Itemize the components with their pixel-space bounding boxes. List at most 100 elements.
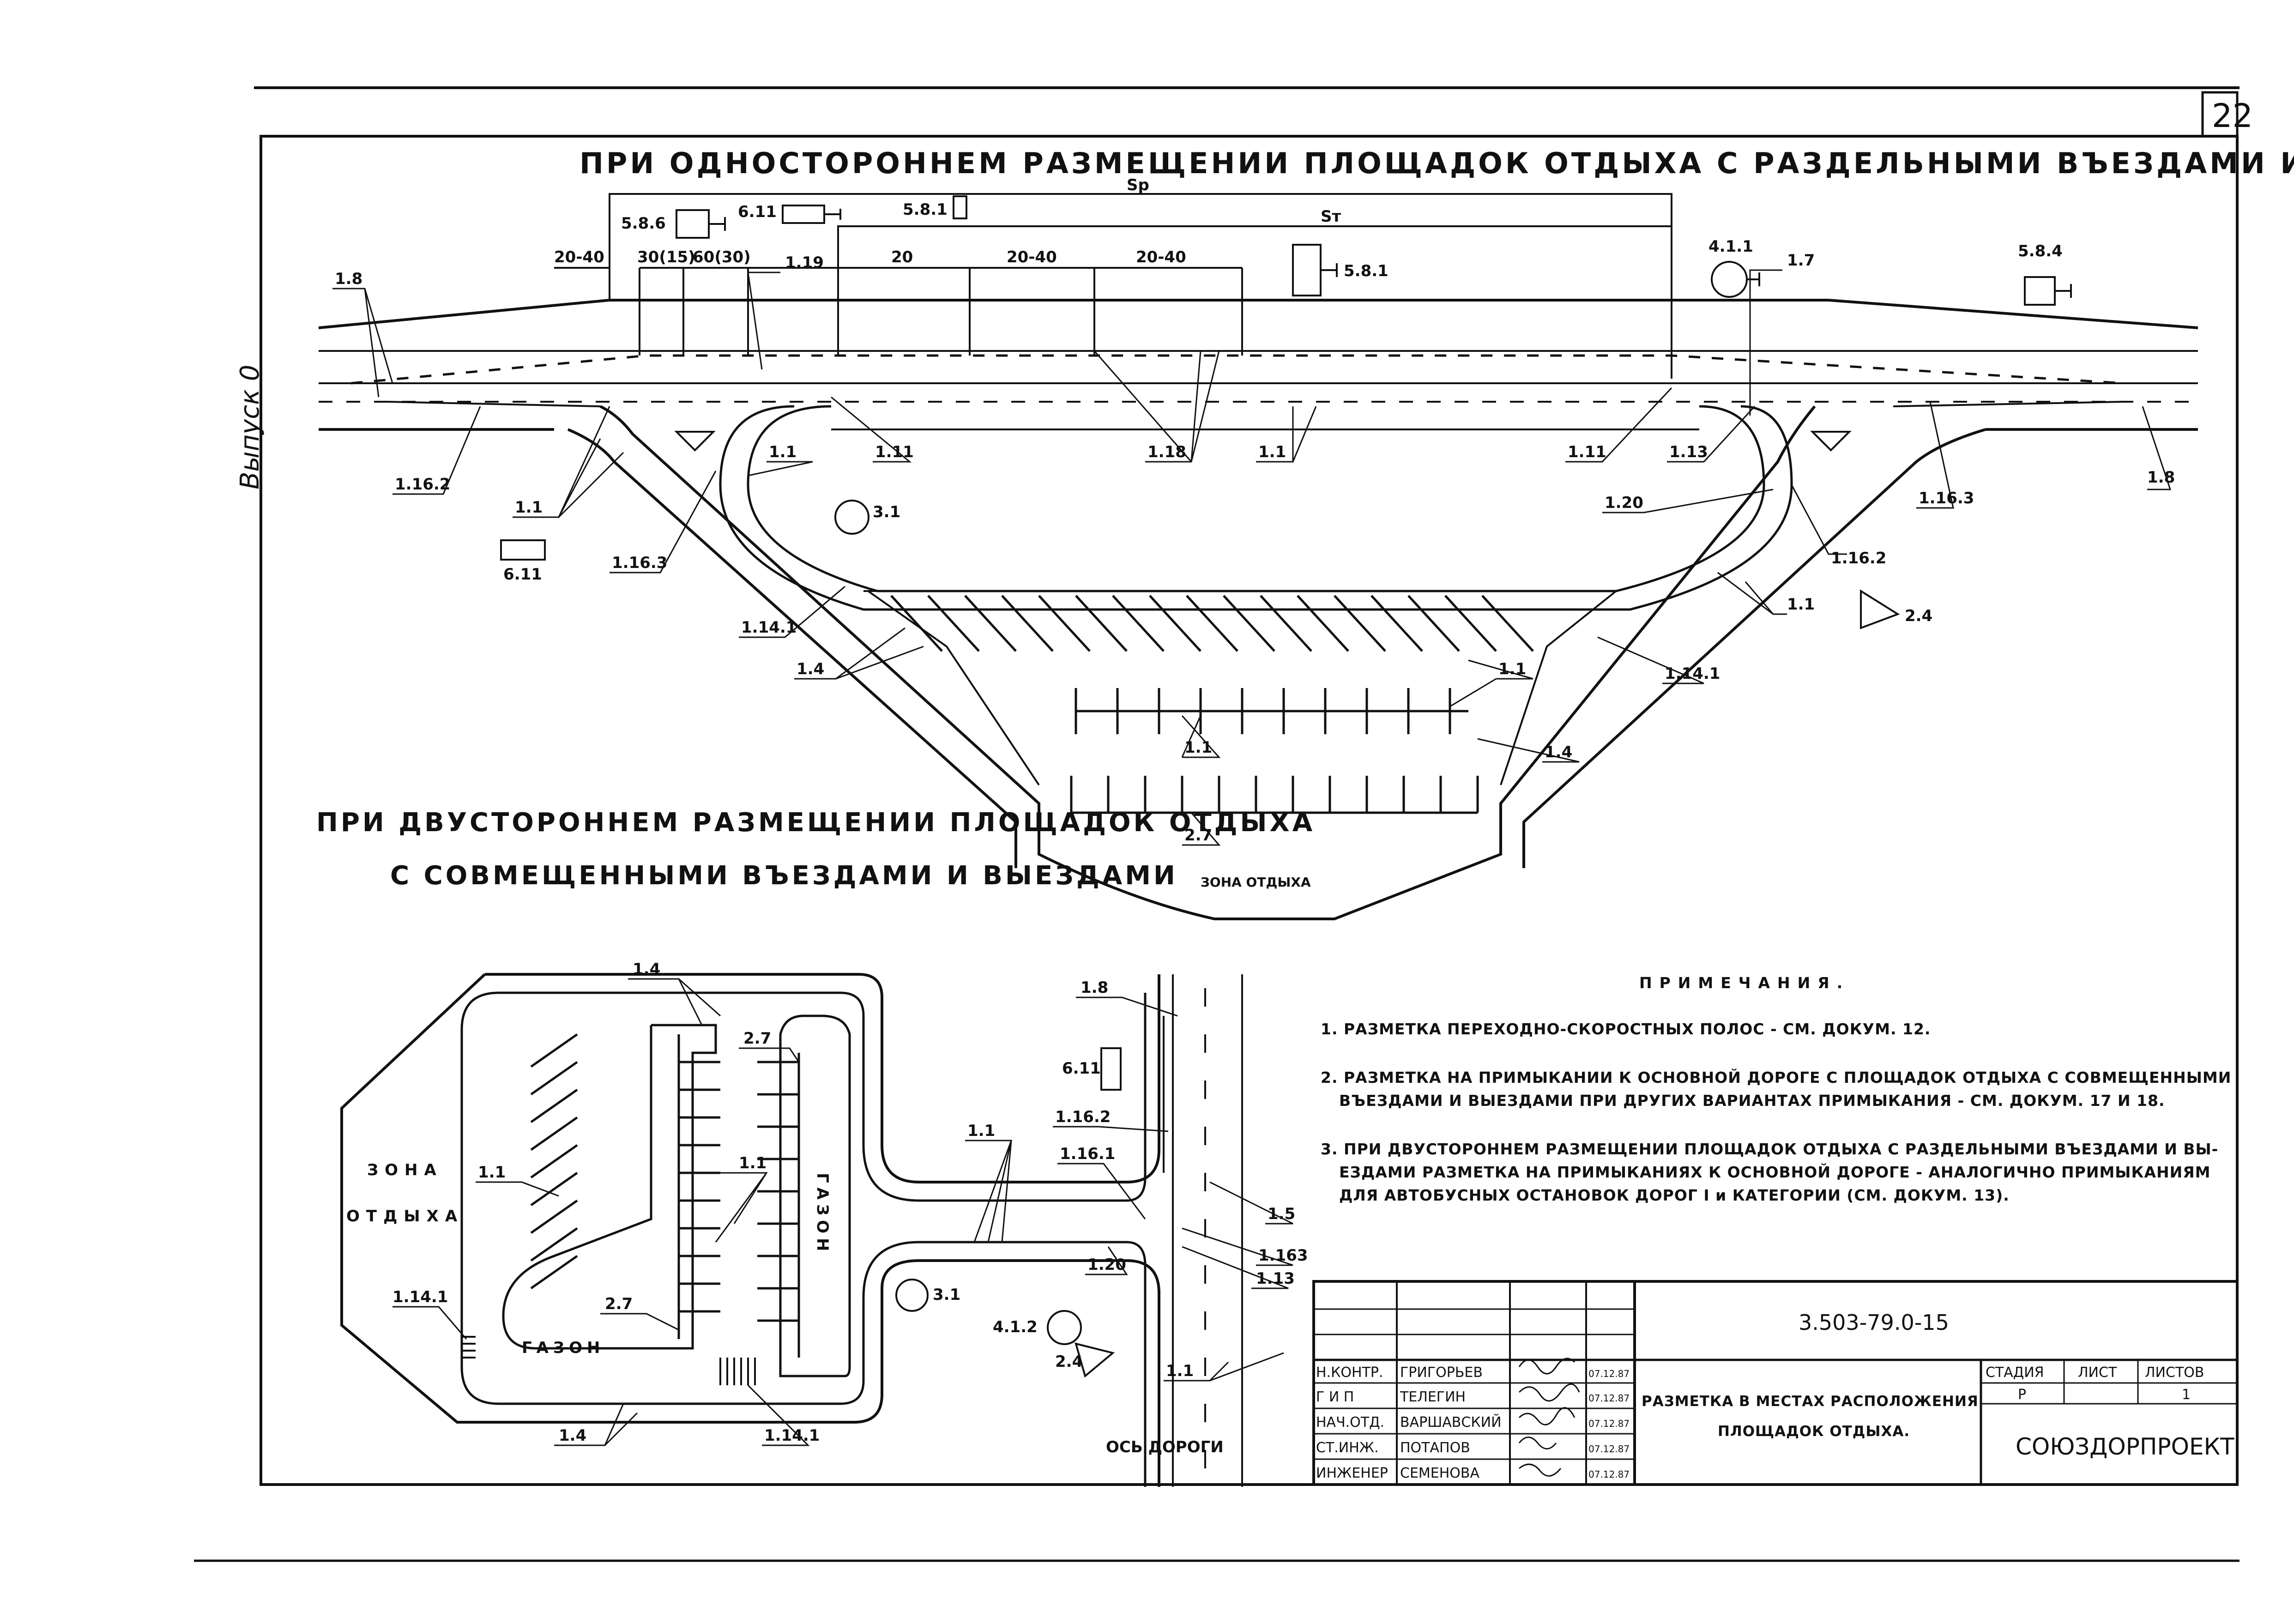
sign-rect-icon (676, 209, 710, 239)
sign-rect-icon (2024, 276, 2056, 306)
sign-rect-icon (1100, 1047, 1122, 1091)
sign-rect-icon (782, 205, 825, 224)
note-3b: ЕЗДАМИ РАЗМЕТКА НА ПРИМЫКАНИЯХ К ОСНОВНО… (1339, 1163, 2210, 1181)
signer-date: 07.12.87 (1588, 1443, 1630, 1455)
bottom-crosswalks (462, 1336, 756, 1385)
marking-1-18: 1.18 (1147, 443, 1186, 461)
bottom-marking-2-7-a: 2.7 (743, 1029, 771, 1048)
title-line-1: РАЗМЕТКА В МЕСТАХ РАСПОЛОЖЕНИЯ (1642, 1393, 1979, 1410)
marking-1-8-a: 1.8 (335, 270, 362, 288)
bottom-marking-1-163: 1.163 (1258, 1246, 1308, 1265)
sign-rect-icon (953, 195, 967, 219)
sign-4-1-1-label: 4.1.1 (1708, 237, 1753, 256)
top-plan-title: ПРИ ОДНОСТОРОННЕМ РАЗМЕЩЕНИИ ПЛОЩАДОК ОТ… (580, 146, 2294, 180)
marking-1-7: 1.7 (1787, 251, 1815, 270)
signer-name: ВАРШАВСКИЙ (1400, 1414, 1502, 1431)
bottom-leader-lines (392, 978, 1293, 1446)
marking-1-4-a: 1.4 (797, 660, 824, 678)
sign-rect-icon (1292, 244, 1322, 296)
title-block-grid (1312, 1280, 2239, 1486)
signer-date: 07.12.87 (1588, 1393, 1630, 1404)
dim-60-30: 60(30) (693, 248, 751, 266)
bottom-marking-1-16-2: 1.16.2 (1055, 1108, 1111, 1126)
note-1: 1. РАЗМЕТКА ПЕРЕХОДНО-СКОРОСТНЫХ ПОЛОС -… (1321, 1020, 1931, 1038)
marking-1-1-b: 1.1 (769, 443, 797, 461)
bottom-marking-1-4-b: 1.4 (559, 1426, 586, 1445)
parking-stalls-t-row (1075, 688, 1468, 734)
signer-role: НАЧ.ОТД. (1316, 1414, 1384, 1431)
bottom-sign-4-1-2: 4.1.2 (993, 1318, 1038, 1336)
sign-5-8-6-label: 5.8.6 (621, 214, 666, 233)
sheets-value: 1 (2182, 1387, 2191, 1403)
dim-20-40-mid: 20-40 (1007, 248, 1057, 266)
sign-6-11-label: 6.11 (738, 203, 777, 221)
bottom-parking-t-left (677, 1034, 720, 1339)
signer-role: ИНЖЕНЕР (1316, 1465, 1388, 1481)
marking-1-1-f: 1.1 (1184, 738, 1212, 757)
marking-1-14-1-a: 1.14.1 (741, 618, 797, 637)
bottom-road-axis: ОСЬ ДОРОГИ (1106, 1438, 1224, 1456)
title-line-2: ПЛОЩАДОК ОТДЫХА. (1718, 1423, 1910, 1440)
page-number: 22 (2212, 97, 2253, 135)
marking-1-13: 1.13 (1669, 443, 1708, 461)
bottom-marking-2-7-b: 2.7 (605, 1295, 633, 1313)
marking-1-14-1-b: 1.14.1 (1665, 664, 1720, 683)
bottom-marking-1-8: 1.8 (1081, 978, 1108, 997)
dim-st: Sт (1321, 207, 1341, 226)
sign-5-8-4-label: 5.8.4 (2018, 242, 2063, 260)
sign-round-icon (1711, 261, 1748, 298)
dim-sp: Sp (1127, 176, 1149, 194)
signer-name: ПОТАПОВ (1400, 1440, 1470, 1456)
zone-label-top: ЗОНА ОТДЫХА (1201, 875, 1311, 890)
sign-triangle-icon (1860, 589, 1900, 629)
bottom-marking-1-14-1-a: 1.14.1 (392, 1288, 448, 1306)
bottom-marking-1-1-b: 1.1 (739, 1154, 767, 1172)
sign-3-1-label: 3.1 (873, 503, 900, 521)
signer-date: 07.12.87 (1588, 1368, 1630, 1379)
dim-20: 20 (891, 248, 913, 266)
bottom-rest-area-outline (340, 973, 1243, 1487)
signature-scribbles (1518, 1358, 1580, 1477)
parking-stalls-diagonal (890, 595, 1534, 652)
side-label: Выпуск 0 (235, 365, 265, 489)
dim-20-40-right: 20-40 (1136, 248, 1186, 266)
signer-name: ТЕЛЕГИН (1400, 1389, 1466, 1405)
bottom-marking-1-14-1-b: 1.14.1 (764, 1426, 820, 1445)
marking-1-20: 1.20 (1605, 494, 1643, 512)
sign-5-8-1-label-b: 5.8.1 (1344, 262, 1388, 280)
sign-rect-icon (500, 539, 546, 561)
sign-2-4-label: 2.4 (1905, 607, 1932, 625)
marking-1-4-b: 1.4 (1545, 743, 1572, 761)
top-leader-lines (332, 269, 2172, 846)
signer-role: СТ.ИНЖ. (1316, 1440, 1379, 1456)
bottom-parking-diagonal (530, 1033, 578, 1290)
marking-1-16-3-a: 1.16.3 (612, 554, 667, 572)
sheet-header: ЛИСТ (2078, 1364, 2117, 1381)
signer-role: Н.КОНТР. (1316, 1364, 1383, 1381)
notes-heading: ПРИМЕЧАНИЯ. (1639, 974, 1850, 992)
marking-1-16-2-a: 1.16.2 (395, 475, 450, 494)
top-dimension-lines (554, 193, 1672, 379)
bottom-plan-title-1: ПРИ ДВУСТОРОННЕМ РАЗМЕЩЕНИИ ПЛОЩАДОК ОТД… (316, 808, 1315, 838)
sheets-header: ЛИСТОВ (2145, 1364, 2204, 1381)
bottom-marking-1-13: 1.13 (1256, 1269, 1295, 1288)
page-number-box (2201, 91, 2239, 138)
marking-1-1-e: 1.1 (1498, 660, 1526, 678)
marking-1-8-b: 1.8 (2147, 468, 2175, 487)
bottom-sign-6-11: 6.11 (1062, 1059, 1101, 1078)
sign-5-8-1-label-a: 5.8.1 (903, 200, 948, 219)
bottom-marking-1-16-1: 1.16.1 (1060, 1145, 1115, 1163)
marking-1-16-3-b: 1.16.3 (1919, 489, 1974, 507)
bottom-plan-title-2: С СОВМЕЩЕННЫМИ ВЪЕЗДАМИ И ВЫЕЗДАМИ (390, 861, 1178, 891)
main-road-lines (318, 299, 2198, 431)
bottom-lawn-1: ГАЗОН (522, 1339, 605, 1357)
marking-1-11-b: 1.11 (1568, 443, 1606, 461)
stage-header: СТАДИЯ (1986, 1364, 2044, 1381)
bottom-zone-word-2: ОТДЫХА (346, 1207, 464, 1226)
doc-code: 3.503-79.0-15 (1799, 1310, 1949, 1335)
marking-1-19: 1.19 (785, 254, 824, 272)
marking-2-7: 2.7 (1184, 826, 1212, 845)
sign-round-icon (1047, 1310, 1082, 1345)
bottom-sign-2-4: 2.4 (1055, 1352, 1083, 1371)
